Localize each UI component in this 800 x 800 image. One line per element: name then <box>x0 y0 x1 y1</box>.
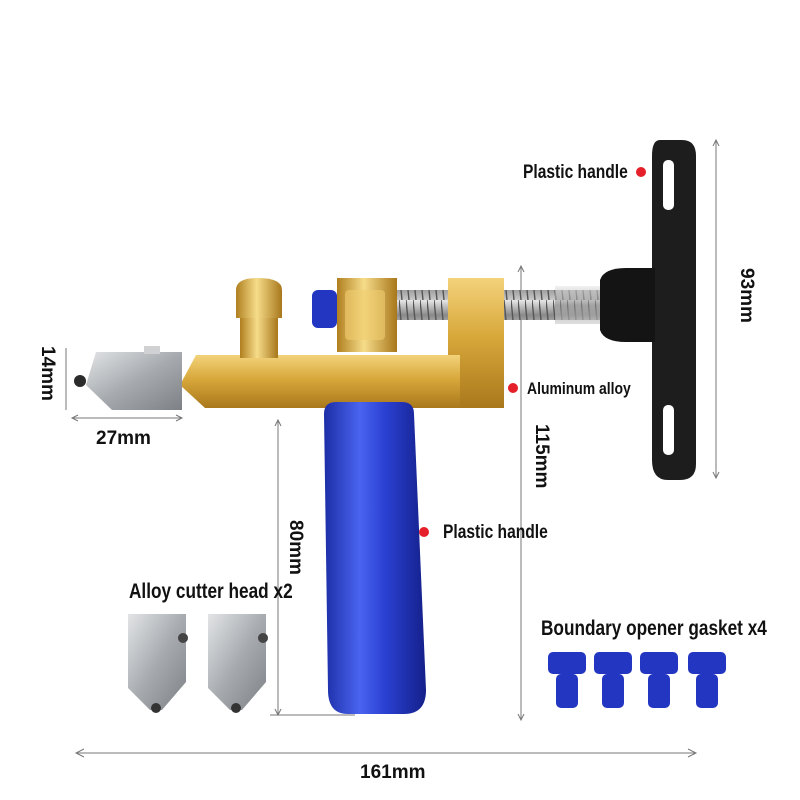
callout-plastic-handle-top: Plastic handle <box>523 162 628 183</box>
t-handle <box>600 140 696 480</box>
dimension-lines <box>65 138 720 758</box>
caption-cutter-heads: Alloy cutter head x2 <box>129 580 293 603</box>
caption-gaskets: Boundary opener gasket x4 <box>541 617 767 640</box>
blue-handle <box>324 402 426 714</box>
accessory-gaskets <box>548 652 726 708</box>
marker-dot-bottom <box>419 527 429 537</box>
marker-dot-top <box>636 167 646 177</box>
callout-plastic-handle-bottom: Plastic handle <box>443 522 548 543</box>
dim-handle-length: 80mm <box>285 520 306 575</box>
dim-total-width: 161mm <box>360 762 426 783</box>
accessory-cutter-heads <box>128 614 268 713</box>
cutter-head <box>74 346 182 410</box>
dim-body-height: 115mm <box>531 424 552 489</box>
dim-head-width: 27mm <box>96 428 151 449</box>
dim-t-handle-height: 93mm <box>736 268 757 323</box>
callout-aluminum-alloy: Aluminum alloy <box>527 379 631 398</box>
marker-dot-aluminum <box>508 383 518 393</box>
aluminum-body <box>180 278 504 408</box>
dim-head-height: 14mm <box>37 346 58 401</box>
